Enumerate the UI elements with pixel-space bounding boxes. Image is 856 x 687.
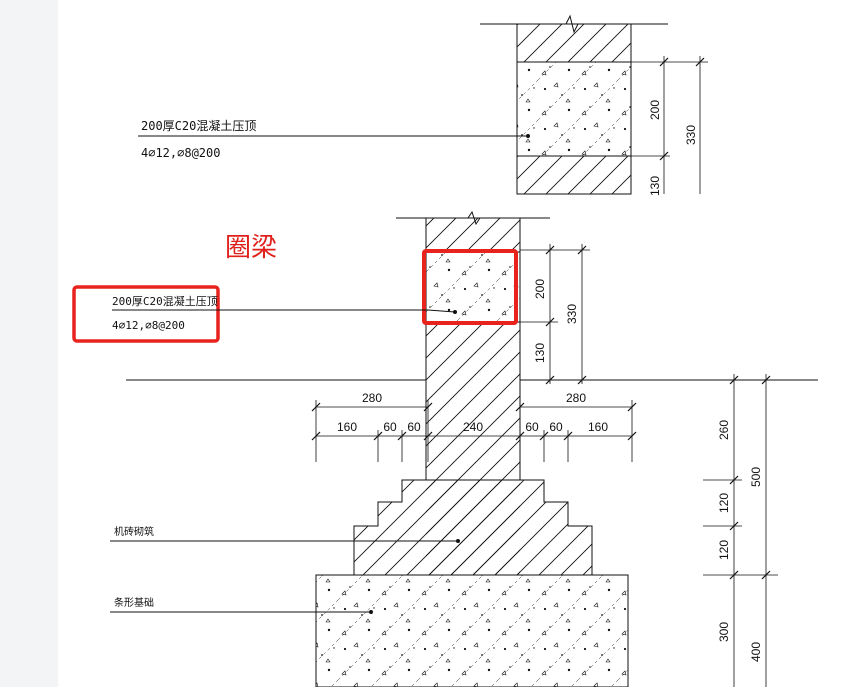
dim-60-d: 60	[549, 420, 563, 434]
dim-60-b: 60	[407, 420, 421, 434]
dim-60-c: 60	[525, 420, 539, 434]
beam-dim-130: 130	[533, 343, 547, 363]
dim-160-right: 160	[588, 420, 608, 434]
main-detail: 圈梁 200厚C20混凝土压顶 4⌀12,⌀8@200 200 130 330 …	[72, 210, 818, 687]
top-dim-330: 330	[684, 125, 698, 145]
dim-240: 240	[463, 420, 483, 434]
dim-60-a: 60	[383, 420, 397, 434]
top-dim-130: 130	[648, 176, 662, 196]
ring-beam-label: 圈梁	[225, 233, 277, 263]
top-callout-line2: 4⌀12,⌀8@200	[141, 146, 220, 160]
dim-120-b: 120	[717, 540, 731, 560]
dim-260: 260	[717, 420, 731, 440]
cad-section-drawing: 200厚C20混凝土压顶 4⌀12,⌀8@200 200 330 130	[72, 14, 818, 687]
dim-120-a: 120	[717, 493, 731, 513]
dim-280-right: 280	[566, 391, 586, 405]
drawing-canvas: 200厚C20混凝土压顶 4⌀12,⌀8@200 200 330 130	[58, 0, 856, 687]
strip-foundation	[315, 574, 629, 687]
callout-line2: 4⌀12,⌀8@200	[112, 319, 185, 332]
ring-beam-highlight	[422, 249, 518, 325]
left-panel	[0, 0, 58, 687]
dim-280-left: 280	[362, 391, 382, 405]
masonry-label: 机砖砌筑	[114, 525, 154, 538]
dim-500: 500	[749, 467, 763, 487]
dim-400: 400	[749, 642, 763, 662]
dim-160-left: 160	[337, 420, 357, 434]
beam-dim-200: 200	[533, 279, 547, 299]
callout-highlight	[72, 285, 220, 343]
beam-dim-330: 330	[565, 304, 579, 324]
dim-300: 300	[717, 622, 731, 642]
top-detail: 200厚C20混凝土压顶 4⌀12,⌀8@200 200 330 130	[138, 14, 708, 196]
callout-line1: 200厚C20混凝土压顶	[112, 294, 218, 308]
top-dim-200: 200	[648, 100, 662, 120]
top-callout-line1: 200厚C20混凝土压顶	[141, 118, 256, 133]
foundation-label: 条形基础	[114, 596, 154, 609]
